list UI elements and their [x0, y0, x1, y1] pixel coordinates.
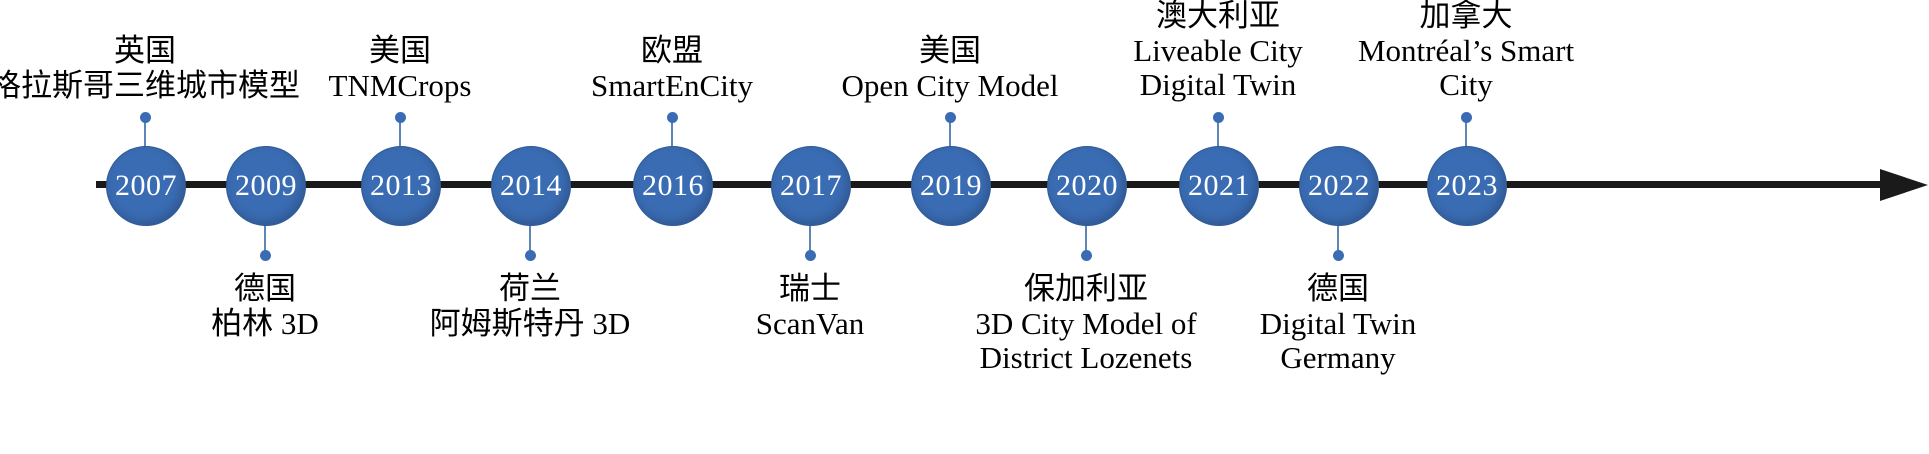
timeline-node-2016[interactable]: 2016 [633, 146, 713, 226]
event-stem-2022 [1337, 212, 1339, 254]
event-stem-dot-2009 [259, 250, 271, 261]
event-label-line: Digital Twin [1259, 305, 1417, 341]
timeline-axis-line [96, 181, 1902, 188]
timeline-node-2023[interactable]: 2023 [1427, 146, 1507, 226]
event-label-line: 瑞士 [778, 271, 841, 306]
event-stem-2013 [399, 116, 401, 158]
event-stem-2017 [809, 212, 811, 254]
event-label-line: 欧盟 [640, 33, 703, 68]
event-stem-dot-2017 [804, 250, 816, 261]
event-label-line: Open City Model [841, 67, 1059, 103]
timeline-node-2020[interactable]: 2020 [1047, 146, 1127, 226]
event-label-2014: 荷兰阿姆斯特丹 3D [429, 271, 631, 341]
event-label-line: 加拿大 [1419, 0, 1513, 33]
event-label-line: Liveable City [1133, 32, 1303, 68]
event-stem-dot-2023 [1460, 112, 1472, 123]
event-label-line: 德国 [1307, 271, 1369, 306]
event-stem-dot-2020 [1080, 250, 1092, 261]
event-stem-2016 [671, 116, 673, 158]
event-label-line: TNMCrops [328, 67, 472, 103]
event-label-line: District Lozenets [979, 340, 1193, 376]
event-label-line: 格拉斯哥三维城市模型 [0, 67, 300, 103]
timeline-node-2019[interactable]: 2019 [911, 146, 991, 226]
event-stem-dot-2019 [944, 112, 956, 123]
event-label-line: 德国 [233, 271, 296, 306]
event-label-line: 荷兰 [498, 271, 561, 306]
timeline-node-2013[interactable]: 2013 [361, 146, 441, 226]
event-label-line: City [1439, 67, 1493, 103]
timeline-node-2022[interactable]: 2022 [1299, 146, 1379, 226]
event-stem-2009 [264, 212, 266, 254]
event-label-line: ScanVan [755, 305, 865, 341]
timeline-node-2007[interactable]: 2007 [106, 146, 186, 226]
timeline-node-2021[interactable]: 2021 [1179, 146, 1259, 226]
event-label-line: 保加利亚 [1024, 271, 1148, 306]
event-stem-dot-2014 [524, 250, 536, 261]
timeline-arrow-icon [1880, 169, 1928, 201]
event-stem-dot-2022 [1332, 250, 1344, 261]
event-label-line: 澳大利亚 [1156, 0, 1280, 33]
event-label-line: 美国 [368, 33, 431, 68]
event-label-line: 美国 [919, 33, 981, 68]
event-stem-2007 [144, 116, 146, 158]
event-stem-2014 [529, 212, 531, 254]
event-stem-dot-2016 [666, 112, 678, 123]
event-stem-2023 [1465, 116, 1467, 158]
event-label-line: 英国 [114, 33, 176, 68]
event-label-line: 柏林 3D [211, 305, 319, 341]
event-label-line: Digital Twin [1139, 67, 1297, 103]
event-stem-dot-2007 [139, 112, 151, 123]
event-label-line: SmartEnCity [591, 67, 753, 103]
event-stem-2019 [949, 116, 951, 158]
event-label-line: 3D City Model of [975, 305, 1197, 341]
event-label-line: 阿姆斯特丹 3D [429, 305, 631, 341]
event-stem-2020 [1085, 212, 1087, 254]
event-label-2009: 德国柏林 3D [211, 271, 319, 341]
event-stem-dot-2021 [1212, 112, 1224, 123]
event-label-line: Montréal’s Smart [1357, 32, 1575, 68]
event-label-line: Germany [1280, 340, 1396, 376]
timeline-node-2017[interactable]: 2017 [771, 146, 851, 226]
event-label-2007: 英国格拉斯哥三维城市模型 [0, 33, 300, 103]
timeline-node-2009[interactable]: 2009 [226, 146, 306, 226]
timeline-node-2014[interactable]: 2014 [491, 146, 571, 226]
event-stem-2021 [1217, 116, 1219, 158]
event-stem-dot-2013 [394, 112, 406, 123]
